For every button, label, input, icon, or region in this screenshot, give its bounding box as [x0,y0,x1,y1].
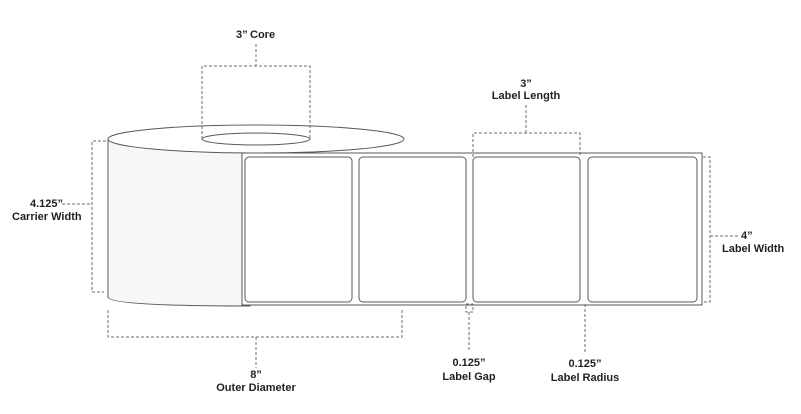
label-length-value: 3” [520,78,532,90]
label-4 [587,156,698,303]
carrier-width-label: Carrier Width [12,211,82,223]
core-value: 3” [236,29,248,41]
core-hole [201,132,311,146]
carrier-width-value: 4.125” [30,198,63,210]
label-2 [358,156,467,303]
label-radius-value: 0.125” [568,358,601,370]
label-1 [244,156,353,303]
label-length-label: Label Length [492,90,561,102]
carrier-width-dimension-line [91,140,106,293]
label-width-label: Label Width [722,243,785,255]
outer-diameter-dimension-line [107,310,403,338]
label-width-dimension-line [703,156,711,303]
outer-diameter-label: Outer Diameter [216,382,296,394]
label-3 [472,156,581,303]
label-gap-value: 0.125” [452,357,485,369]
outer-diameter-value: 8” [250,369,262,381]
core-label: Core [250,29,275,41]
label-width-value: 4” [741,230,753,242]
label-gap-marker [465,303,474,313]
label-gap-label: Label Gap [442,371,495,383]
roll-body [107,138,251,307]
label-radius-label: Label Radius [551,372,619,384]
